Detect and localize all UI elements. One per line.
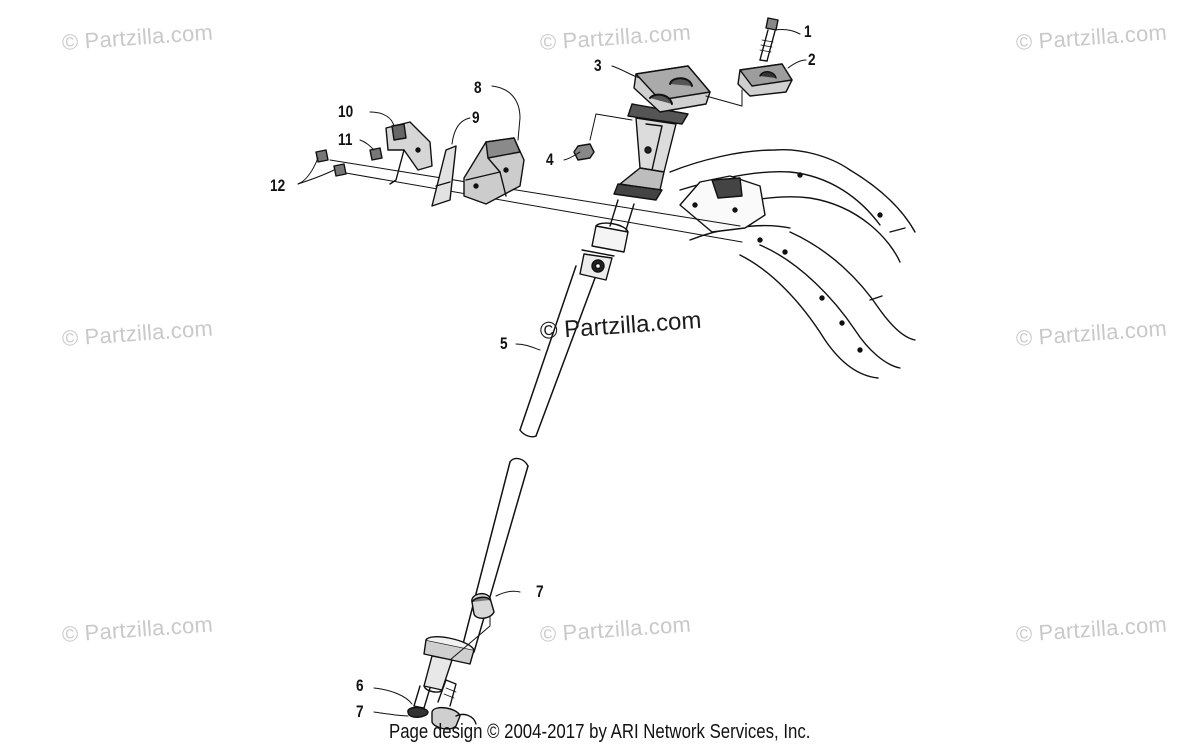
clamp-bolt bbox=[759, 17, 779, 62]
mount-plate bbox=[431, 145, 457, 207]
callout-7-lower: 7 bbox=[356, 702, 364, 721]
callout-leaders bbox=[297, 29, 807, 717]
bolt-leader bbox=[705, 89, 743, 107]
steering-shaft bbox=[461, 199, 635, 653]
callout-12: 12 bbox=[270, 176, 286, 195]
callout-3: 3 bbox=[594, 56, 602, 75]
callout-4: 4 bbox=[546, 150, 554, 169]
clamp-cap bbox=[737, 63, 793, 97]
mount-reference-lines bbox=[329, 159, 743, 243]
frame-section bbox=[669, 148, 916, 379]
upper-mount-bracket bbox=[385, 121, 433, 185]
callout-6: 6 bbox=[356, 676, 364, 695]
universal-joint bbox=[579, 222, 629, 281]
mount-bolts bbox=[315, 147, 383, 177]
callout-11: 11 bbox=[338, 130, 353, 149]
lower-bearing-flange bbox=[423, 611, 491, 693]
mount-bracket bbox=[463, 137, 525, 205]
callout-1: 1 bbox=[804, 22, 812, 41]
column-housing bbox=[613, 103, 689, 201]
callout-9: 9 bbox=[472, 108, 480, 127]
callout-7-upper: 7 bbox=[536, 582, 544, 601]
callout-5: 5 bbox=[500, 334, 508, 353]
callout-2: 2 bbox=[808, 50, 816, 69]
callout-10: 10 bbox=[338, 102, 354, 121]
small-nut bbox=[573, 113, 633, 161]
flange-nut bbox=[471, 592, 495, 619]
upper-clamp-block bbox=[633, 65, 711, 113]
copyright-footer: Page design © 2004-2017 by ARI Network S… bbox=[389, 721, 811, 743]
callout-8: 8 bbox=[474, 78, 482, 97]
lower-hardware bbox=[407, 679, 477, 730]
